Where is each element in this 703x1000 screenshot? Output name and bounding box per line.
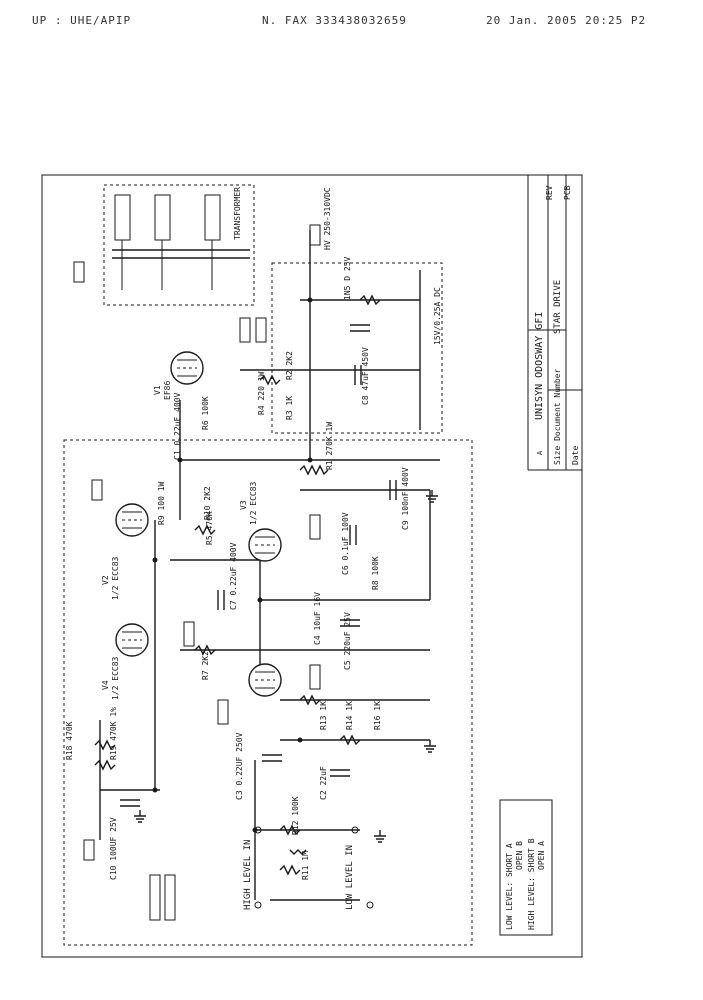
r4-label: R4 220 1W (257, 371, 266, 415)
transformer: TRANSFORMER (112, 187, 250, 290)
r2-label: R2 2K2 (285, 351, 294, 380)
c1-label: C1 0.22uF 400V (173, 392, 182, 460)
r6-label: R6 100K (201, 396, 210, 430)
v4-label: V4 (101, 680, 110, 690)
hv-label: HV 250-310VDC (323, 187, 332, 250)
connectors (73, 224, 321, 921)
v3-type: 1/2 ECC83 (249, 481, 258, 525)
tube-v2 (115, 503, 149, 537)
v1-label: V1 (153, 385, 162, 395)
rev-label: REV (545, 185, 554, 200)
v2-label: V2 (101, 575, 110, 585)
r1-label: R1 270K 1W (325, 422, 334, 470)
c9-label: C9 100nF 400V (401, 467, 410, 530)
zener-label: 1N5 D 25V (343, 256, 352, 300)
size-value: A (536, 450, 544, 455)
r3-label: R3 1K (285, 396, 294, 420)
low-level-input-label: LOW LEVEL IN (345, 845, 355, 910)
legend-high-level: HIGH LEVEL: SHORT B (527, 838, 536, 930)
r5-label: R5 470K (205, 511, 214, 545)
resistors (94, 294, 381, 876)
level-legend: LOW LEVEL: SHORT A OPEN B HIGH LEVEL: SH… (499, 799, 553, 936)
c10-label: C10 100UF 25V (109, 817, 118, 880)
c2-label: C2 22uF (319, 766, 328, 800)
pcb-label: PCB (563, 185, 572, 200)
date-label: Date (571, 446, 580, 465)
high-level-input-label: HIGH LEVEL IN (243, 840, 253, 910)
tube-v3 (248, 528, 282, 562)
tube-v5 (248, 663, 282, 697)
project-title: UNISYN ODOSWAY GFI (534, 312, 545, 420)
legend-low-level: LOW LEVEL: SHORT A (505, 843, 514, 930)
transformer-outline (103, 184, 255, 306)
r13-label: R13 1K (319, 701, 328, 730)
r8-label: R8 100K (371, 556, 380, 590)
fax-header-date: 20 Jan. 2005 20:25 P2 (486, 14, 647, 27)
c4-label: C4 10uF 16V (313, 592, 322, 645)
r12-label: R12 100K (291, 796, 300, 835)
c5-label: C5 220uF 25V (343, 612, 352, 670)
v4-type: 1/2 ECC83 (111, 656, 120, 700)
r16-label: R16 1K (373, 701, 382, 730)
r11-label: R11 1M (301, 851, 310, 880)
fax-header-number: N. FAX 333438032659 (262, 14, 407, 27)
ground-symbols (134, 490, 438, 843)
part-labels: R18 470K R19 470K 1% C10 100UF 25V V4 1/… (65, 256, 410, 910)
tube-v4 (115, 623, 149, 657)
r14-label: R14 1K (345, 701, 354, 730)
tube-v1 (170, 351, 204, 385)
transformer-label: TRANSFORMER (233, 187, 242, 240)
v3-label: V3 (239, 500, 248, 510)
r9-label: R9 100 1W (157, 481, 166, 525)
psu-board-outline (271, 262, 443, 434)
legend-high-open: OPEN A (537, 841, 546, 870)
junction-dots (152, 297, 313, 833)
r10-label: R10 2K2 (203, 486, 212, 520)
c7-label: C7 0.22uF 400V (229, 542, 238, 610)
c8-label: C8 47uF 450V (361, 347, 370, 405)
fax-header-left: UP : UHE/APIP (32, 14, 132, 27)
title-block: UNISYN ODOSWAY GFI Size Document Number … (527, 175, 582, 471)
r18-label: R18 470K (65, 721, 74, 760)
capacitors (120, 324, 397, 807)
r19-label: R19 470K 1% (109, 707, 118, 760)
power-label: 15V/0.25A DC (433, 287, 442, 345)
size-doc-label: Size Document Number (553, 368, 562, 465)
preamp-board-outline (63, 439, 473, 946)
legend-low-open: OPEN B (515, 841, 524, 870)
r7-label: R7 2K2 (201, 651, 210, 680)
v1-type: EF86 (163, 381, 172, 400)
drawing-name: STAR DRIVE (553, 280, 563, 334)
c6-label: C6 0.1uF 100V (341, 512, 350, 575)
c3-label: C3 0.22UF 250V (235, 732, 244, 800)
input-jacks (254, 826, 374, 909)
v2-type: 1/2 ECC83 (111, 556, 120, 600)
sheet-border (41, 174, 583, 958)
